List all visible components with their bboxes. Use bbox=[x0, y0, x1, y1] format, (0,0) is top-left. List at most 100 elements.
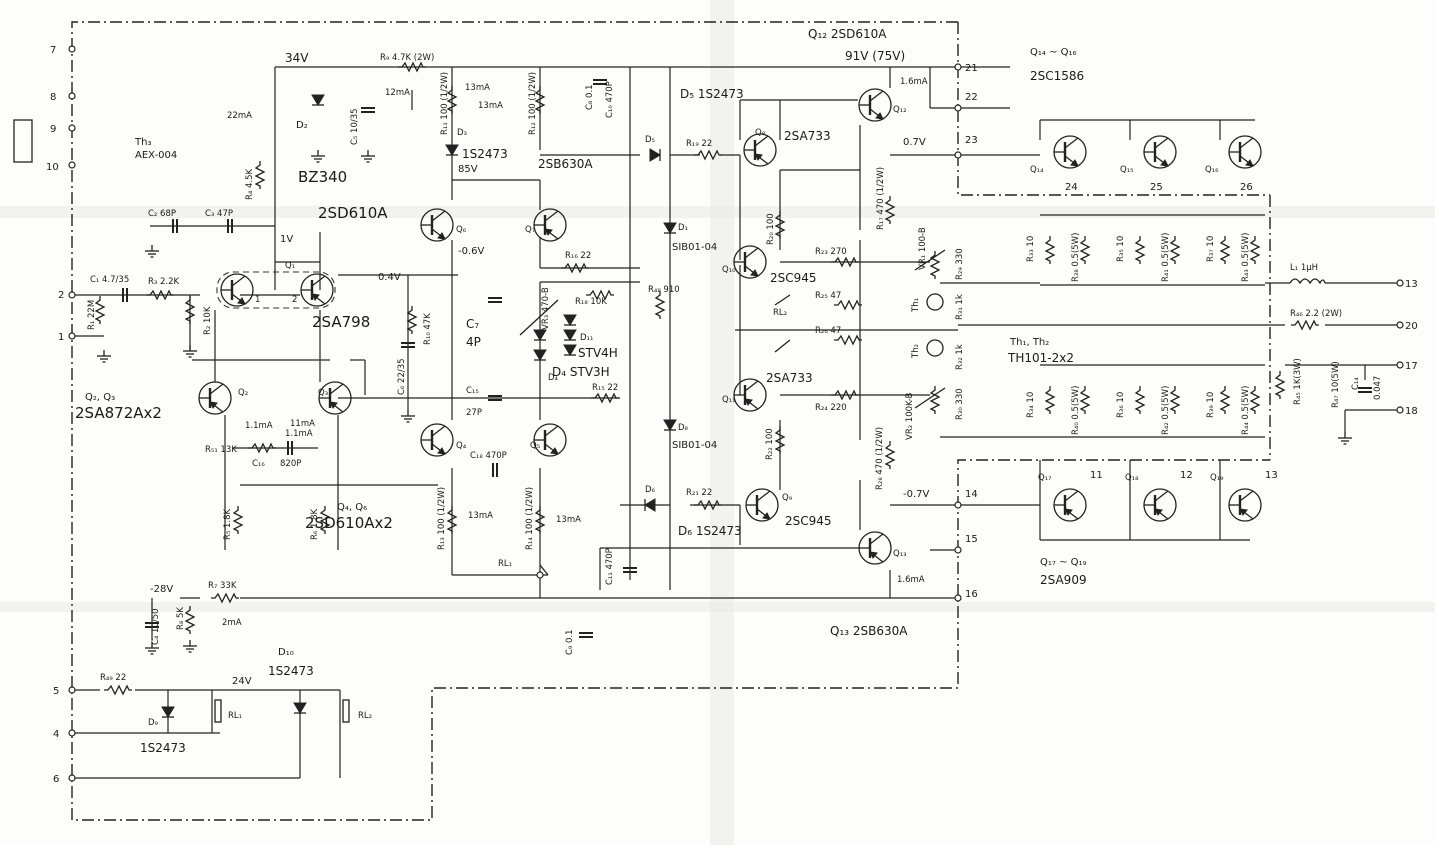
c15-value: 27P bbox=[466, 408, 482, 418]
r13-label: R₁₃ 100 (1/2W) bbox=[437, 487, 447, 550]
terminal-5: 5 bbox=[53, 686, 59, 697]
q2q3-label: Q₂, Q₃ bbox=[85, 392, 115, 403]
q12-label: Q₁₂ 2SD610A bbox=[808, 27, 887, 41]
q4q6-type: 2SD610Ax2 bbox=[305, 514, 393, 532]
l1-label: L₁ 1μH bbox=[1290, 263, 1318, 273]
c4-label: C₄ 10/50 bbox=[151, 608, 161, 645]
c11-label: C₁₁ 470P bbox=[605, 548, 615, 585]
th12-part: TH101-2x2 bbox=[1007, 351, 1074, 365]
r20-label: R₂₀ 100 bbox=[766, 213, 776, 245]
q6-type-label: 2SD610A bbox=[318, 204, 388, 222]
terminal-8: 8 bbox=[50, 92, 56, 103]
q1-label: Q₁ bbox=[285, 261, 295, 271]
r26-label: R₂₆ 47 bbox=[815, 326, 841, 336]
c16-value: 820P bbox=[280, 459, 301, 469]
r1-label: R₁ 22M bbox=[87, 300, 97, 330]
q8-type-label: 2SA733 bbox=[784, 129, 831, 143]
i11-label: 1.1mA bbox=[245, 421, 273, 431]
d9-type: 1S2473 bbox=[140, 741, 186, 755]
terminal-20: 20 bbox=[1405, 321, 1418, 332]
q9-label: Q₉ bbox=[782, 493, 793, 503]
rl2b-label: RL₂ bbox=[358, 711, 372, 721]
c3-label: C₃ 47P bbox=[205, 209, 233, 219]
r24-label: R₂₄ 220 bbox=[815, 403, 847, 413]
r29-label: R₂₉ 330 bbox=[955, 248, 965, 280]
terminal-22: 22 bbox=[965, 92, 978, 103]
vm28-label: -28V bbox=[150, 584, 173, 595]
v07-label: 0.7V bbox=[903, 137, 926, 148]
q3-label: Q₃ bbox=[318, 388, 328, 398]
th3-type: AEX-004 bbox=[135, 150, 177, 161]
v1-label: 1V bbox=[280, 234, 293, 245]
terminal-14: 14 bbox=[965, 489, 978, 500]
d4-type-label: D₄ STV3H bbox=[552, 365, 610, 379]
q12-tag: Q₁₂ bbox=[893, 105, 907, 115]
c8-label: C₈ 0.1 bbox=[585, 84, 595, 110]
r39-label: R₃₉ 10 bbox=[1206, 392, 1216, 418]
d10-type: 1S2473 bbox=[268, 664, 314, 678]
r3-label: R₃ 2.2K bbox=[148, 277, 180, 287]
q6-label: Q₆ bbox=[456, 225, 467, 235]
d1-type-label: SIB01-04 bbox=[672, 242, 717, 253]
bz340-label: BZ340 bbox=[298, 168, 347, 186]
d11-tag: D₁₁ bbox=[580, 333, 593, 343]
r36-label: R₃₆ 10 bbox=[1116, 392, 1126, 418]
d6-type-label: D₆ 1S2473 bbox=[678, 524, 742, 538]
i13d-label: 13mA bbox=[556, 515, 581, 525]
vr2-label: VR₂ 100K-B bbox=[905, 393, 915, 440]
r18-label: R₁₈ 10K bbox=[575, 297, 607, 307]
i11b-label: 1.1mA bbox=[285, 429, 313, 439]
vm07-label: -0.7V bbox=[903, 489, 930, 500]
r46-label: R₄₆ 2.2 (2W) bbox=[1290, 309, 1342, 319]
r28-label: R₂₈ 470 (1/2W) bbox=[875, 427, 885, 490]
rl2-label: RL₂ bbox=[773, 308, 787, 318]
r23-label: R₂₃ 270 bbox=[815, 247, 847, 257]
i22-label: 22mA bbox=[227, 111, 252, 121]
r38-label: R₃₈ 0.5(5W) bbox=[1071, 233, 1081, 282]
r37-label: R₃₇ 10 bbox=[1206, 236, 1216, 262]
r47-label: R₄₇ 10(5W) bbox=[1331, 361, 1341, 408]
q10-label: Q₁₀ bbox=[722, 265, 736, 275]
v04-label: 0.4V bbox=[378, 272, 401, 283]
q14-16-type: 2SC1586 bbox=[1030, 69, 1084, 83]
d5-type-label: D₅ 1S2473 bbox=[680, 87, 744, 101]
q7-type-label: 2SB630A bbox=[538, 157, 593, 171]
terminal-1: 1 bbox=[58, 332, 64, 343]
q5-label: Q₅ bbox=[530, 441, 540, 451]
wiring bbox=[72, 66, 1400, 779]
i13c-label: 13mA bbox=[468, 511, 493, 521]
d8-type-label: SIB01-04 bbox=[672, 440, 717, 451]
i11-tag: 11mA bbox=[290, 419, 315, 429]
c16-label: C₁₆ bbox=[252, 459, 265, 469]
q11-label: Q₁₁ bbox=[722, 395, 736, 405]
d5-tag: D₅ bbox=[645, 135, 655, 145]
r6-label: R₆ 1.8K bbox=[310, 508, 320, 540]
q12-voltage: 91V (75V) bbox=[845, 49, 905, 63]
c18-label: C₁₈ 470P bbox=[470, 451, 507, 461]
r41-label: R₄₁ 0.5(5W) bbox=[1161, 233, 1171, 282]
d10-label: D₁₀ bbox=[278, 647, 294, 658]
terminal-13b: 13 bbox=[1265, 470, 1278, 481]
terminal-4: 4 bbox=[53, 729, 59, 740]
r9-label: R₉ 4.7K (2W) bbox=[380, 53, 434, 63]
r43-label: R₄₃ 0.5(5W) bbox=[1241, 233, 1251, 282]
q9-type-label: 2SC945 bbox=[785, 514, 832, 528]
terminal-23: 23 bbox=[965, 135, 978, 146]
q17-19-label: Q₁₇ ~ Q₁₉ bbox=[1040, 557, 1087, 568]
i16a-label: 1.6mA bbox=[900, 77, 928, 87]
d2-label: D₂ bbox=[296, 120, 308, 131]
q4-label: Q₄ bbox=[456, 441, 467, 451]
c1-label: C₁ 4.7/35 bbox=[90, 275, 129, 285]
q1-type-label: 2SA798 bbox=[312, 313, 370, 331]
q14-16-label: Q₁₄ ~ Q₁₆ bbox=[1030, 47, 1077, 58]
r22-label: R₂₂ 100 bbox=[765, 428, 775, 460]
q13-type-label: Q₁₃ 2SB630A bbox=[830, 624, 908, 638]
vr1-label: VR₁ 100-B bbox=[918, 227, 928, 270]
r7-label: R₇ 33K bbox=[208, 581, 237, 591]
d3-tag: D₃ bbox=[457, 128, 467, 138]
r4-label: R₄ 4.5K bbox=[245, 168, 255, 200]
r49-label: R₄₉ 22 bbox=[100, 673, 126, 683]
rl1b-label: RL₁ bbox=[228, 711, 242, 721]
d4-tag: D₄ bbox=[548, 373, 559, 383]
